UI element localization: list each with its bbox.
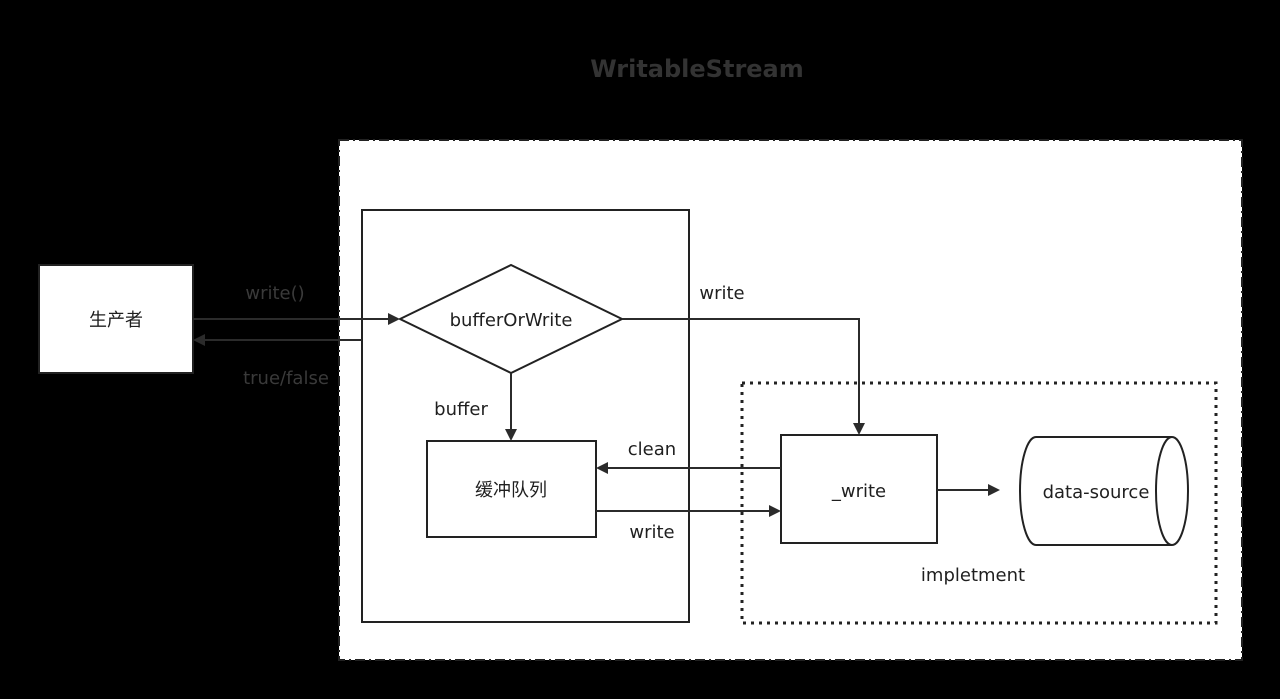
implement-group-label: impletment [921,565,1025,586]
queue-label: 缓冲队列 [475,480,547,501]
edge-label-buffer: buffer [434,399,488,420]
edge-label-write-flush: write [629,522,674,543]
edge-label-write-direct: write [699,283,744,304]
edge-label-write-call: write() [245,283,304,304]
decision-label: bufferOrWrite [450,310,573,331]
edge-label-true-false: true/false [243,368,329,389]
implement-group [740,381,1218,625]
write-impl-label: _write [831,481,886,502]
queue-box [426,440,597,538]
data-source-label: data-source [1043,482,1150,503]
producer-label: 生产者 [89,310,143,331]
diagram-title: WritableStream [590,55,804,83]
write-impl-box [780,434,938,544]
edge-decision-to-write-impl [622,318,865,435]
data-source-cylinder [1019,436,1189,546]
producer-box [38,264,194,374]
edge-label-clean: clean [628,439,676,460]
